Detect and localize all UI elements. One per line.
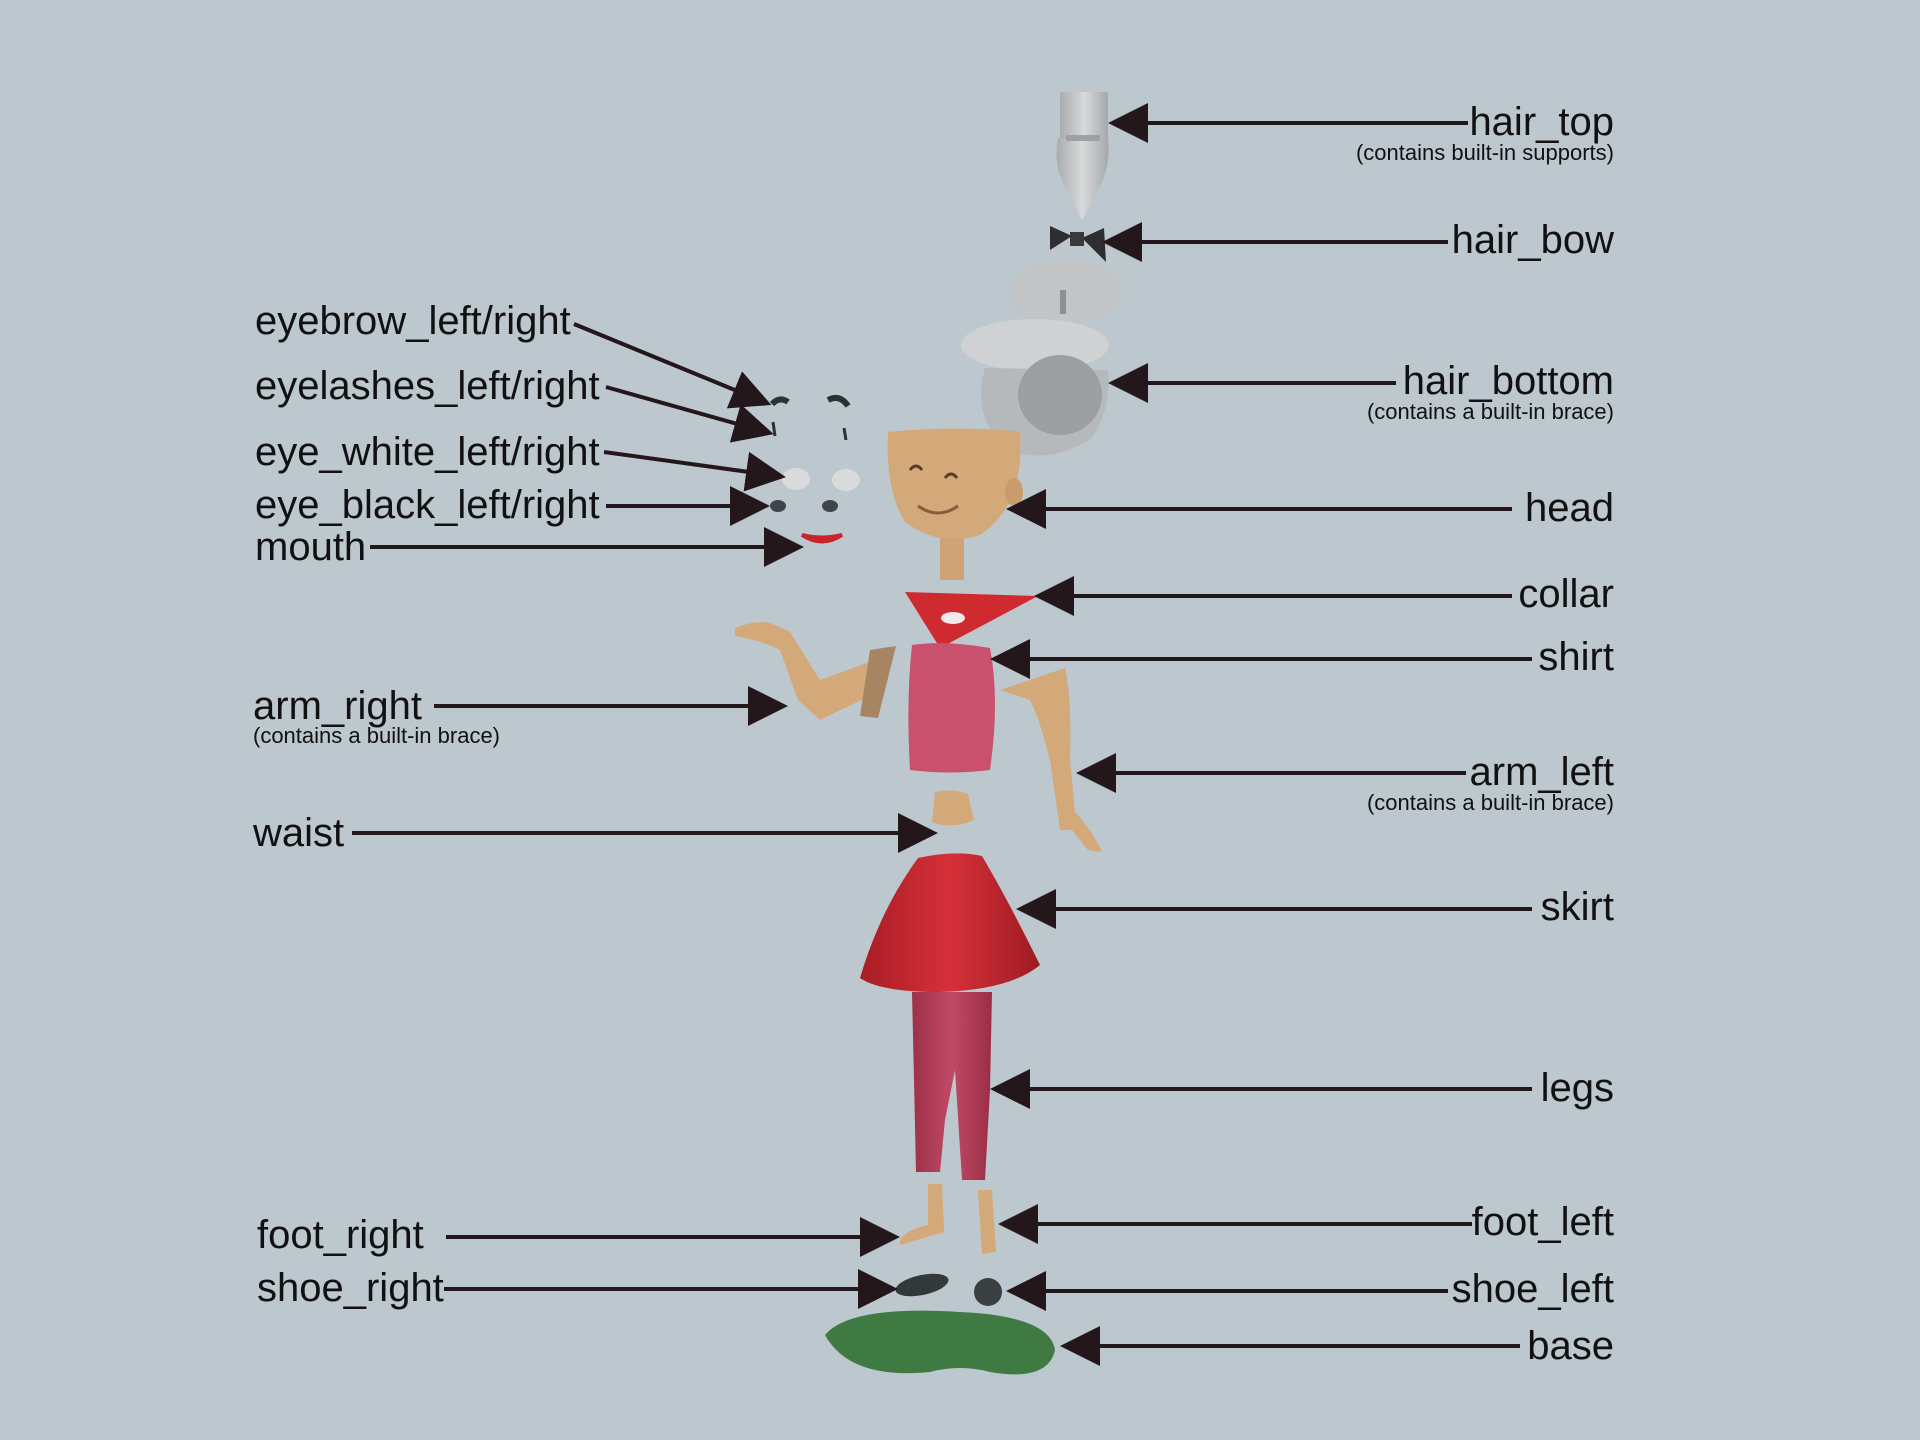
label-shirt: shirt [1538, 635, 1614, 679]
face-features [769, 395, 860, 544]
label-foot-right: foot_right [257, 1213, 424, 1257]
label-legs: legs [1540, 1066, 1614, 1110]
arm-left-part [1000, 668, 1102, 852]
label-mouth: mouth [255, 525, 367, 569]
note-arm-right: (contains a built-in brace) [253, 723, 501, 748]
collar-part [905, 592, 1038, 648]
foot-right-part [899, 1184, 944, 1245]
shoe-right-part [895, 1273, 949, 1297]
arm-right-part [735, 622, 896, 720]
arrow-eyebrow [573, 322, 772, 409]
label-arm-right: arm_right [253, 684, 422, 728]
label-eye-black: eye_black_left/right [255, 483, 600, 527]
arrow-eyelashes [605, 385, 774, 443]
arrow-eye-white [603, 450, 786, 492]
label-hair-bottom: hair_bottom [1402, 359, 1614, 403]
leader-arrows [352, 103, 1532, 1366]
label-shoe-right: shoe_right [257, 1266, 444, 1310]
label-base: base [1527, 1324, 1614, 1368]
shirt-part [908, 643, 995, 773]
skirt-part [860, 853, 1040, 992]
label-arm-left: arm_left [1469, 750, 1615, 794]
label-eyelashes: eyelashes_left/right [255, 364, 600, 408]
waist-part [932, 790, 974, 826]
head-part [887, 428, 1023, 580]
base-part [825, 1310, 1055, 1375]
shoe-left-part [974, 1278, 1002, 1306]
note-hair-top: (contains built-in supports) [1355, 140, 1614, 165]
hair-bottom-part [961, 260, 1122, 456]
label-hair-bow: hair_bow [1451, 218, 1614, 262]
label-waist: waist [253, 811, 345, 855]
legs-part [912, 992, 992, 1180]
note-hair-bottom: (contains a built-in brace) [1366, 399, 1614, 424]
hair-top-part [1056, 92, 1109, 220]
label-head: head [1525, 486, 1614, 530]
label-eye-white: eye_white_left/right [255, 430, 600, 474]
hair-bow-part [1050, 226, 1106, 262]
label-shoe-left: shoe_left [1451, 1267, 1614, 1311]
label-eyebrow: eyebrow_left/right [255, 299, 571, 343]
label-foot-left: foot_left [1471, 1200, 1614, 1244]
foot-left-part [978, 1190, 996, 1254]
label-collar: collar [1518, 572, 1614, 616]
note-arm-left: (contains a built-in brace) [1366, 790, 1614, 815]
label-skirt: skirt [1540, 885, 1614, 929]
label-hair-top: hair_top [1469, 100, 1614, 144]
